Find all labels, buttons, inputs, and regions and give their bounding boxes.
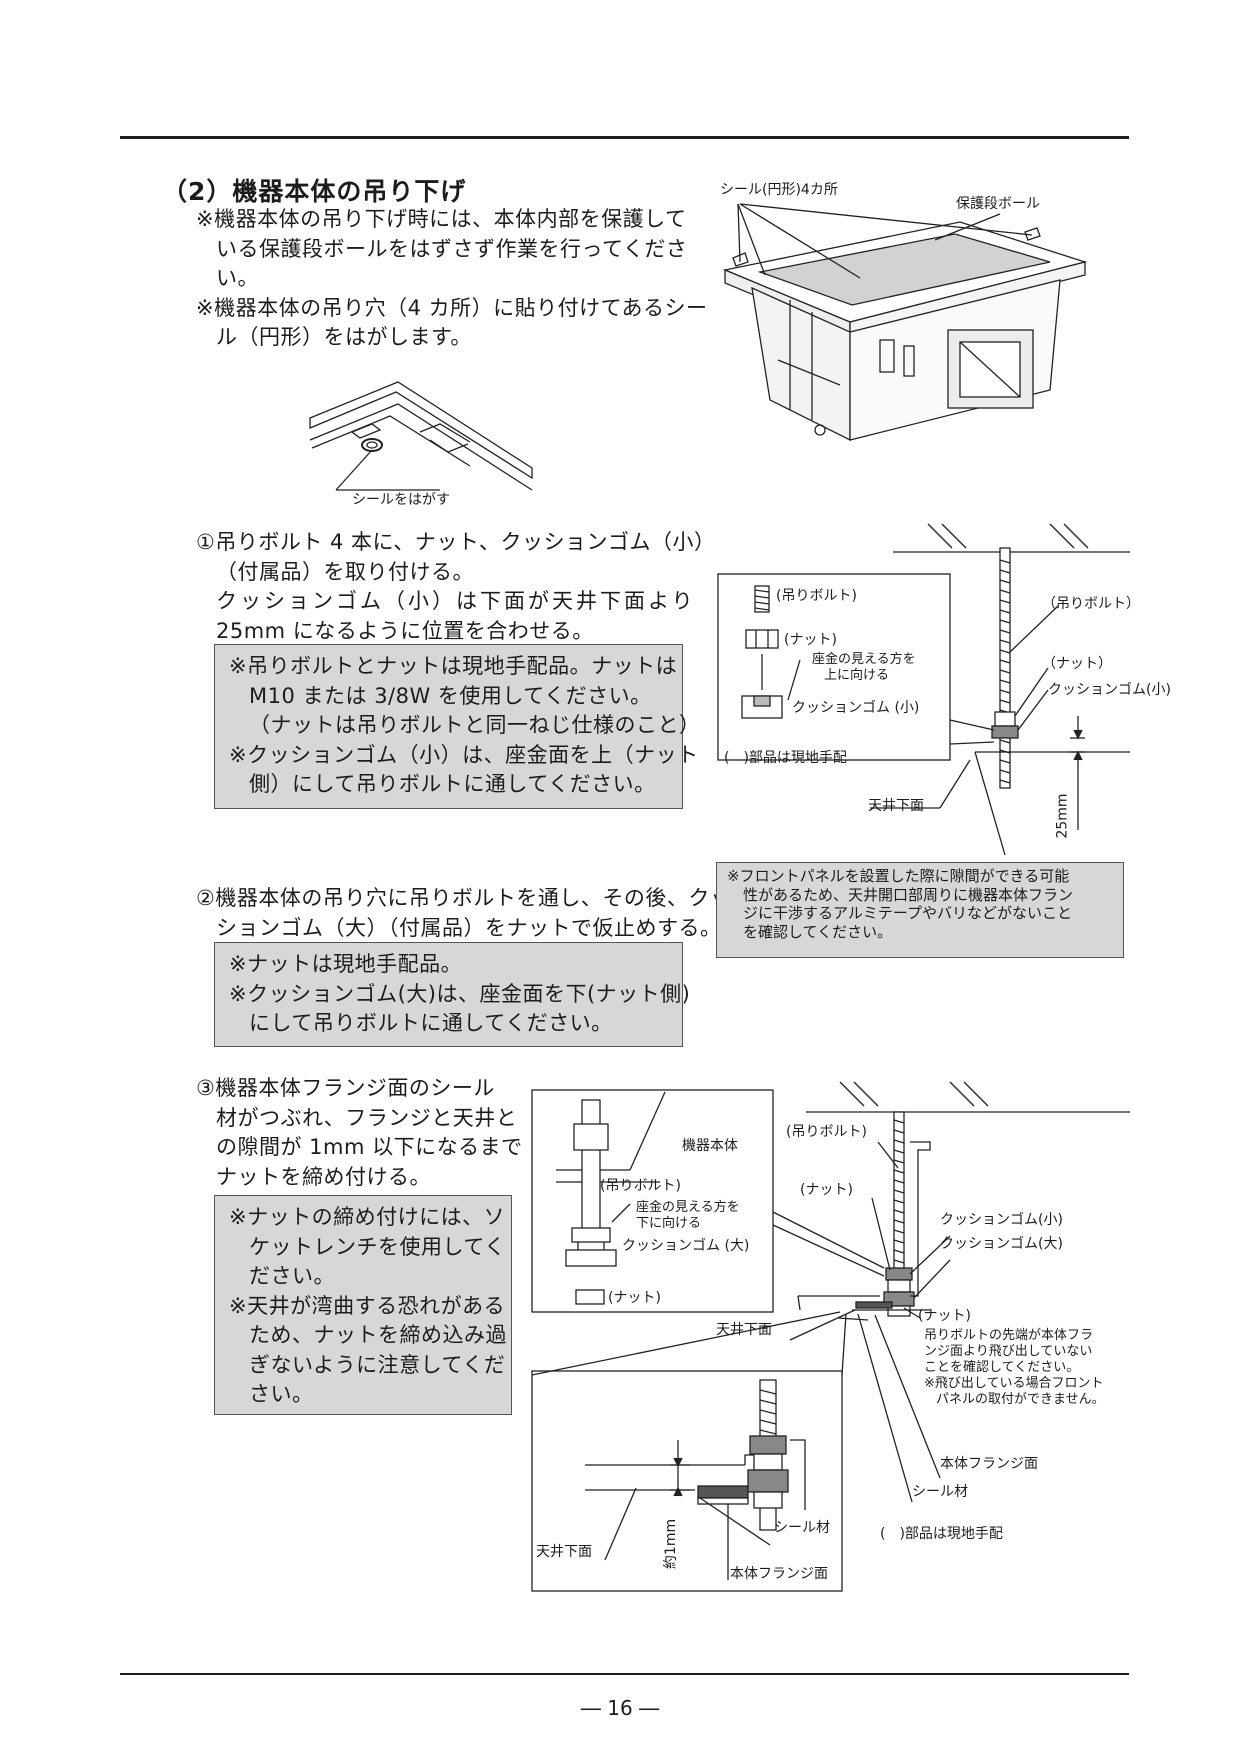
- intro-text: ※機器本体の吊り下げ時には、本体内部を保護して いる保護段ボールをはずさず作業を…: [196, 207, 708, 349]
- fig1-inset-nut: (ナット): [784, 632, 837, 648]
- fig3-detail-dim: 約1mm: [663, 1518, 680, 1570]
- fig3-seal: シール材: [912, 1484, 968, 1500]
- seal-detail-illustration: [309, 381, 533, 491]
- fig1-inset-washer-note: 座金の見える方を 上に向ける: [812, 652, 916, 683]
- fig1-dim-25mm: 25mm: [1054, 793, 1071, 839]
- fig1-local-parts: ( )部品は現地手配: [724, 750, 847, 766]
- fig3-illustration: [531, 1081, 1130, 1592]
- page-number: ― 16 ―: [580, 1696, 660, 1720]
- fig3-detail-seal: シール材: [774, 1520, 830, 1536]
- fig1-inset-rubber: クッションゴム (小): [792, 700, 920, 716]
- fig3-nut-top: (ナット): [800, 1182, 853, 1198]
- fig3-ceiling: 天井下面: [716, 1322, 772, 1338]
- fig3-detail-flange: 本体フランジ面: [730, 1566, 828, 1582]
- top-rule: [120, 136, 1129, 139]
- label-seal-4places: シール(円形)4カ所: [720, 182, 838, 198]
- section-title: （2）機器本体の吊り下げ: [162, 177, 467, 206]
- fig1-bolt: （吊りボルト）: [1042, 596, 1140, 612]
- fig3-body: 機器本体: [682, 1138, 738, 1154]
- fig1-ceiling: 天井下面: [868, 798, 924, 814]
- step2-text: ②機器本体の吊り穴に吊りボルトを通し、その後、クッ ションゴム（大）（付属品）を…: [196, 886, 732, 940]
- unit-illustration: [722, 203, 1088, 442]
- fig3-flange: 本体フランジ面: [940, 1456, 1038, 1472]
- label-protective-cardboard: 保護段ボール: [956, 196, 1040, 212]
- step1-note: ※吊りボルトとナットは現地手配品。ナットは M10 または 3/8W を使用して…: [214, 644, 700, 809]
- fig3-bolt: (吊りボルト): [786, 1124, 867, 1140]
- fig3-inset-nut: (ナット): [608, 1290, 661, 1306]
- fig3-rubber-small: クッションゴム(小): [940, 1212, 1063, 1228]
- fig3-inset-bolt: (吊りボルト): [600, 1178, 681, 1194]
- step1-text: ①吊りボルト 4 本に、ナット、クッションゴム（小） （付属品）を取り付ける。 …: [196, 530, 716, 643]
- label-peel-seal: シールをはがす: [352, 492, 450, 508]
- fig3-nut-bottom: (ナット): [918, 1308, 971, 1324]
- fig3-local-parts: ( )部品は現地手配: [880, 1526, 1003, 1542]
- fig1-nut: （ナット）: [1042, 656, 1112, 672]
- fig3-rubber-large: クッションゴム(大): [940, 1236, 1063, 1252]
- fig3-check-note: 吊りボルトの先端が本体フラ ンジ面より飛び出していない ことを確認してください。…: [924, 1328, 1105, 1407]
- fig3-detail-ceiling: 天井下面: [536, 1544, 592, 1560]
- bottom-rule: [120, 1673, 1129, 1675]
- step2-note: ※ナットは現地手配品。 ※クッションゴム(大)は、座金面を下(ナット側) にして…: [214, 942, 690, 1047]
- fig1-inset-bolt: (吊りボルト): [776, 588, 857, 604]
- fig1-rubber-small: クッションゴム(小): [1048, 682, 1171, 698]
- fig1-caution: ※フロントパネルを設置した際に隙間ができる可能 性があるため、天井開口部周りに機…: [716, 862, 1124, 958]
- fig3-inset-rubber: クッションゴム (大): [622, 1238, 750, 1254]
- step3-note: ※ナットの締め付けには、ソ ケットレンチを使用してく ださい。 ※天井が湾曲する…: [214, 1195, 512, 1415]
- fig3-inset-washer-note: 座金の見える方を 下に向ける: [636, 1200, 740, 1231]
- step3-text: ③機器本体フランジ面のシール 材がつぶれ、フランジと天井と の隙間が 1mm 以…: [196, 1076, 523, 1189]
- fig1-illustration: [717, 523, 1130, 856]
